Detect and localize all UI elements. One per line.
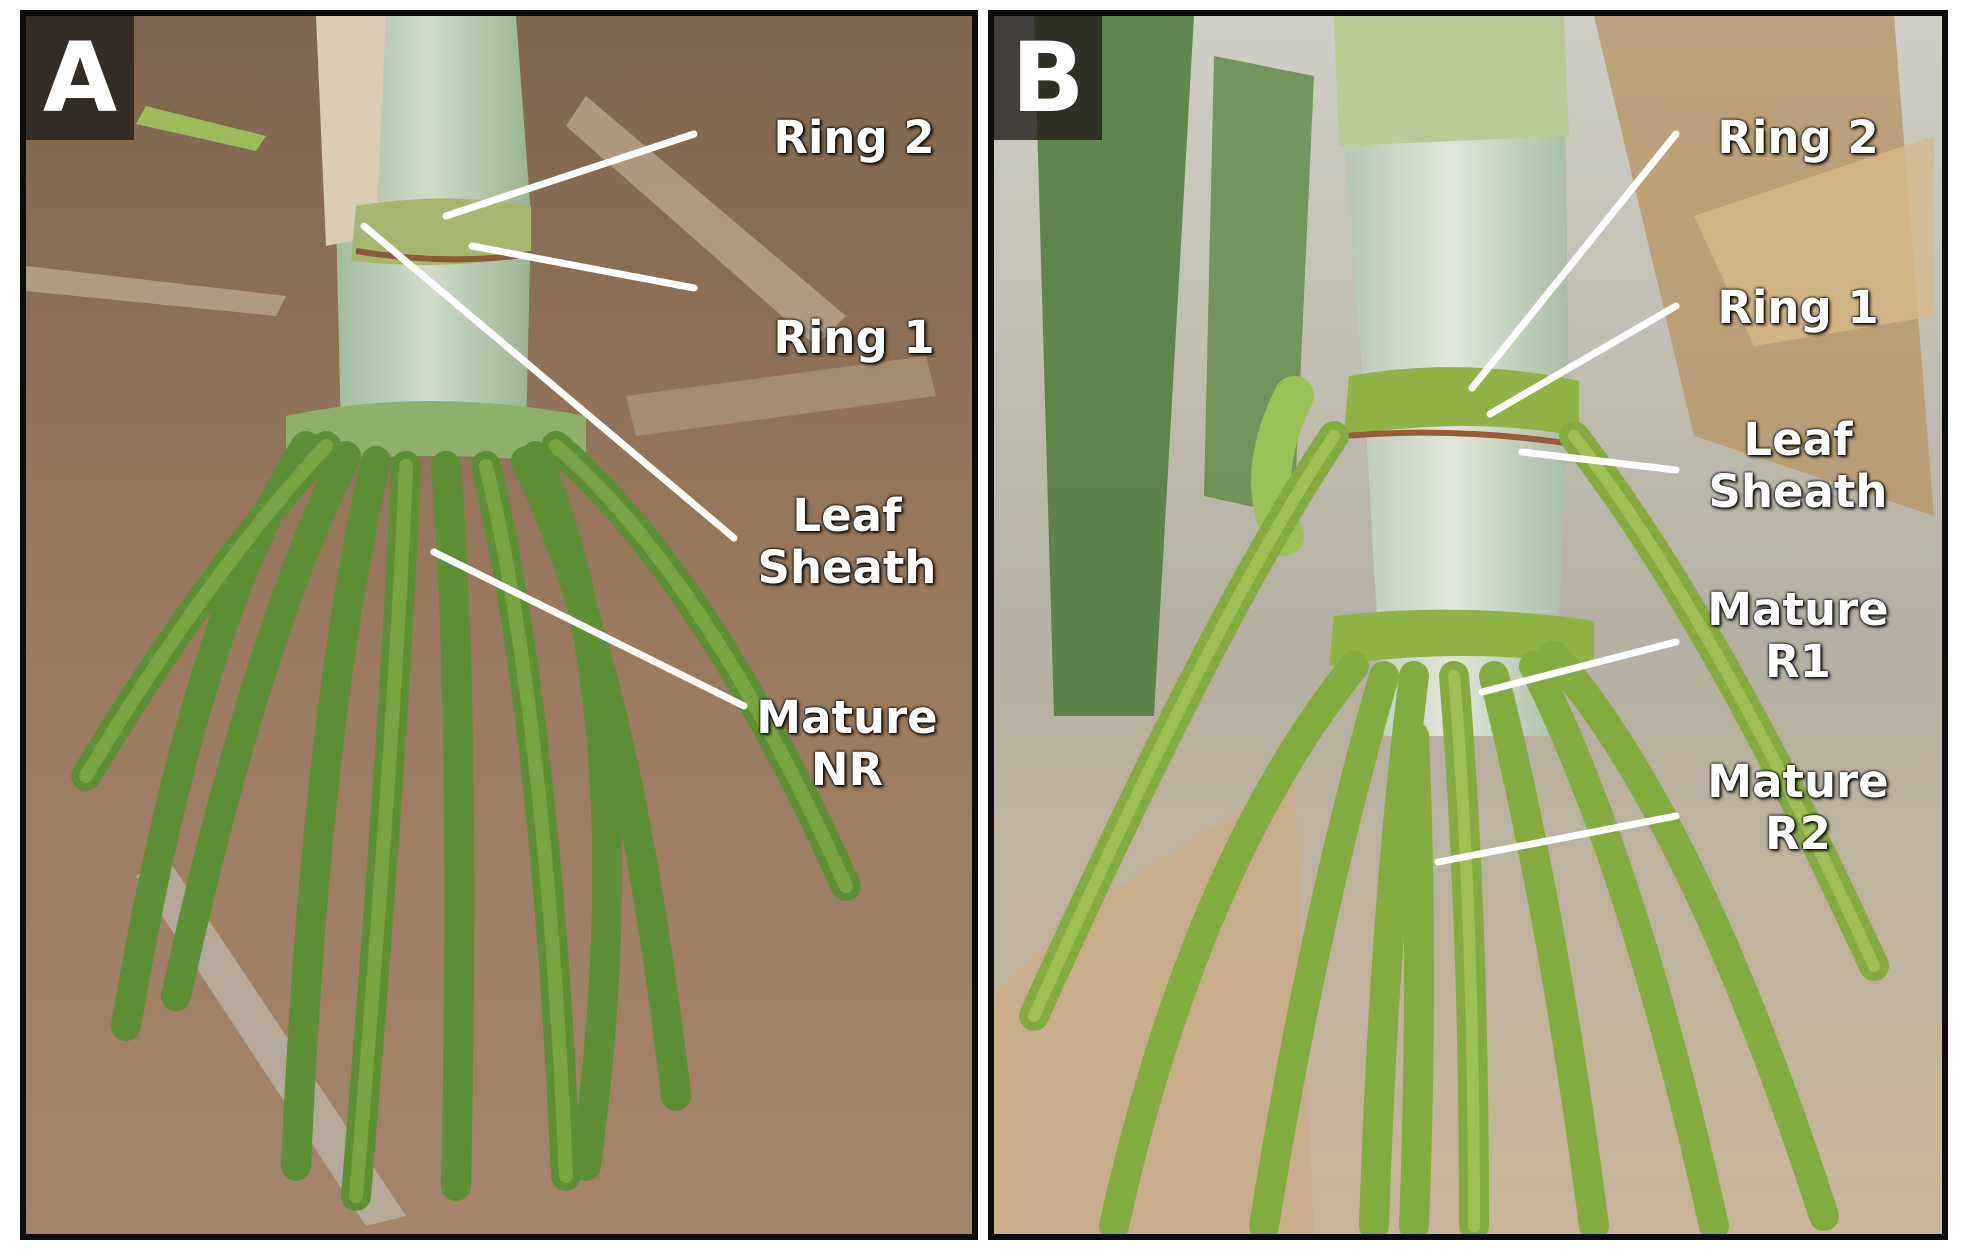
panel-b-letter: B (994, 16, 1102, 140)
panel-a: A Ring 2 Ring 1 Leaf Sheath Mature NR (20, 10, 978, 1240)
pointer-line-b-leaf-sheath (1518, 448, 1680, 474)
pointer-line-mature-nr (430, 548, 748, 710)
label-ring1: Ring 1 (773, 311, 935, 364)
panel-b: B Ring 2 Ring 1 Leaf Sheath Mature R1 Ma… (988, 10, 1948, 1240)
panel-b-photo (994, 16, 1942, 1234)
panel-a-letter: A (26, 16, 134, 140)
pointer-line-b-mature-r1 (1478, 638, 1680, 696)
label-b-ring2: Ring 2 (1717, 111, 1879, 164)
pointer-line-ring2 (442, 130, 698, 220)
label-leaf-sheath: Leaf Sheath (757, 489, 937, 594)
label-b-leaf-sheath: Leaf Sheath (1708, 413, 1888, 518)
pointer-line-b-ring2 (1468, 130, 1680, 392)
label-b-ring1: Ring 1 (1717, 281, 1879, 334)
pointer-line-b-ring1 (1486, 302, 1680, 418)
label-ring2: Ring 2 (773, 111, 935, 164)
label-b-mature-r2: Mature R2 (1707, 755, 1889, 860)
pointer-line-leaf-sheath (360, 222, 738, 542)
pointer-line-ring1 (468, 242, 698, 292)
panel-a-photo (26, 16, 972, 1234)
pointer-line-b-mature-r2 (1434, 812, 1680, 866)
label-mature-nr: Mature NR (756, 691, 938, 796)
label-b-mature-r1: Mature R1 (1707, 583, 1889, 688)
